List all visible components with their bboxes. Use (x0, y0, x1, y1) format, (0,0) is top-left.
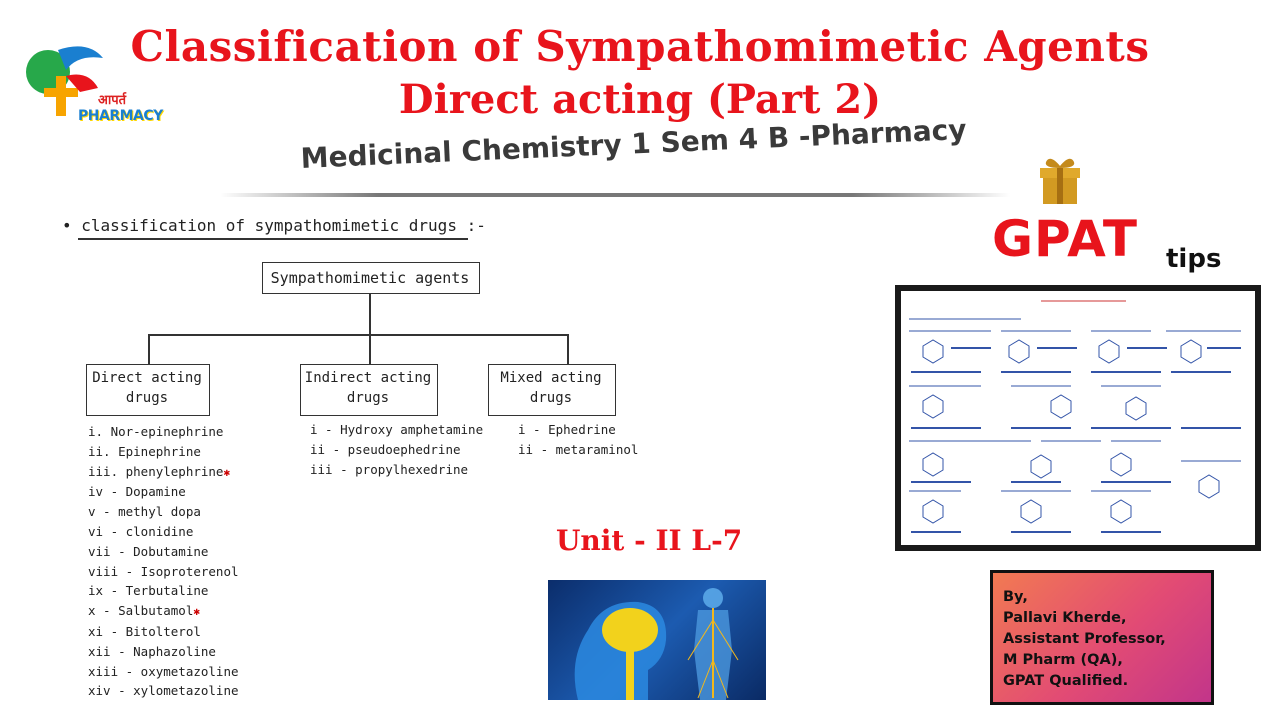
gift-box-icon (1034, 154, 1086, 206)
list-item: iii - propylhexedrine (310, 461, 469, 477)
list-item: i - Ephedrine (518, 422, 616, 437)
subtitle-underline (220, 193, 1010, 197)
list-item: x - Salbutamol✱ (88, 603, 200, 619)
list-item: i. Nor-epinephrine (88, 424, 224, 439)
list-item: ii - pseudoephedrine (310, 441, 461, 457)
direct-acting-list: i. Nor-epinephrine ii. Epinephrine iii. … (88, 422, 239, 701)
list-item: xiii - oxymetazoline (88, 663, 239, 679)
list-item: ii. Epinephrine (88, 443, 201, 459)
author-line: M Pharm (QA), (1003, 652, 1123, 668)
list-item: vi - clonidine (88, 523, 194, 539)
branch-connector (148, 334, 568, 336)
category-label-mixed: Mixed acting drugs (500, 370, 602, 406)
connector-direct (148, 334, 150, 366)
nervous-system-image (548, 580, 766, 700)
category-box-mixed (488, 364, 616, 416)
root-connector (369, 293, 371, 335)
list-item: xiv - xylometazoline (88, 683, 239, 699)
channel-logo (18, 40, 178, 135)
author-line: Pallavi Kherde, (1003, 610, 1127, 626)
author-line: Assistant Professor, (1003, 631, 1166, 647)
tips-label: tips (1166, 244, 1222, 274)
diagram-heading: • classification of sympathomimetic drug… (62, 216, 486, 235)
category-box-direct (86, 364, 210, 416)
list-item: xii - Naphazoline (88, 643, 216, 659)
author-line: GPAT Qualified. (1003, 673, 1129, 689)
list-item: ii - metaraminol (518, 441, 639, 457)
indirect-acting-list: i - Hydroxy amphetamine ii - pseudoephed… (310, 420, 483, 479)
root-node-box (262, 262, 480, 294)
logo-word: PHARMACY (78, 108, 163, 124)
title-line-2: Direct acting (Part 2) (398, 76, 882, 123)
asterisk-icon: ✱ (223, 465, 231, 479)
gpat-badge: GPAT (992, 210, 1139, 268)
mixed-acting-list: i - Ephedrine ii - metaraminol (518, 420, 638, 460)
root-node-label: Sympathomimetic agents (270, 269, 470, 287)
author-line: By, (1003, 589, 1028, 605)
title-line-1: Classification of Sympathomimetic Agents (130, 22, 1150, 71)
asterisk-icon: ✱ (193, 605, 200, 619)
category-label-direct: Direct acting drugs (92, 370, 202, 406)
handwritten-notes-thumbnail (895, 285, 1261, 551)
list-item: xi - Bitolterol (88, 623, 201, 639)
category-label-indirect: Indirect acting drugs (304, 370, 432, 406)
unit-label: Unit - II L-7 (556, 524, 743, 557)
list-item: vii - Dobutamine (88, 543, 209, 559)
list-item: iii. phenylephrine✱ (88, 463, 231, 479)
list-item: i - Hydroxy amphetamine (310, 422, 484, 437)
logo-hindi-text: आपर्त (98, 93, 127, 108)
author-card: By, Pallavi Kherde, Assistant Professor,… (990, 570, 1214, 705)
connector-indirect (369, 334, 371, 366)
category-box-indirect (300, 364, 438, 416)
heading-underline (78, 238, 468, 240)
list-item: viii - Isoproterenol (88, 563, 239, 579)
list-item: ix - Terbutaline (88, 583, 209, 599)
list-item: iv - Dopamine (88, 484, 186, 500)
connector-mixed (567, 334, 569, 366)
list-item: v - methyl dopa (88, 504, 201, 520)
